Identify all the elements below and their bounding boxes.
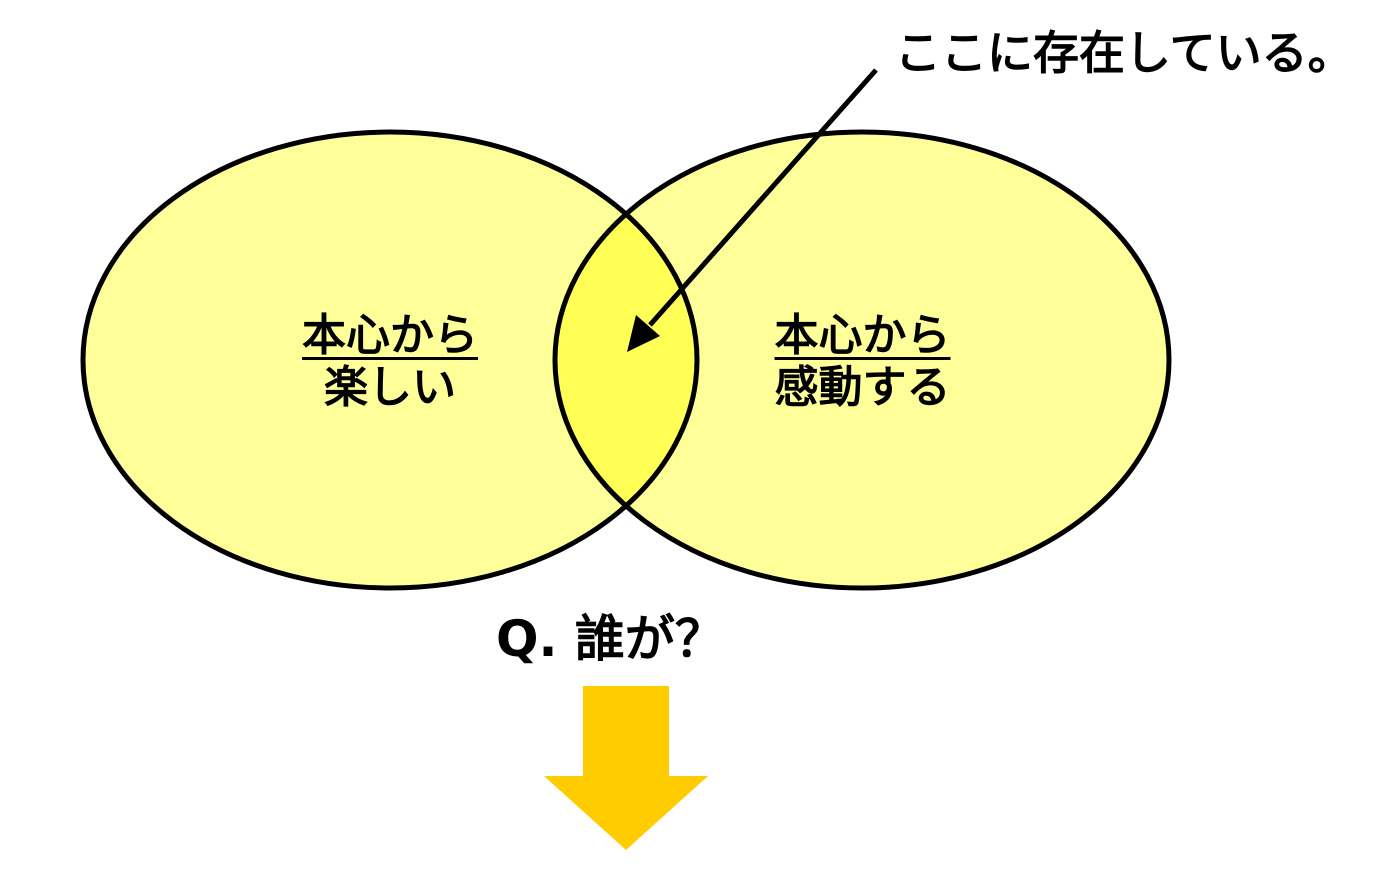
left-circle [83, 132, 697, 588]
left-circle-outline [80, 129, 700, 591]
right-circle-label: 本心から 感動する [760, 310, 965, 414]
callout-arrowhead-icon [627, 315, 660, 352]
right-circle [555, 132, 1169, 588]
left-circle-label-line1: 本心から [302, 310, 478, 361]
left-circle-label: 本心から 楽しい [290, 310, 490, 414]
right-circle-outline [552, 129, 1172, 591]
callout-arrow-line [648, 68, 878, 327]
right-circle-label-line2: 感動する [774, 362, 951, 413]
left-circle-label-line2: 楽しい [324, 362, 456, 413]
down-arrow-icon [544, 686, 708, 850]
callout-label: ここに存在している。 [895, 26, 1354, 80]
question-label: Q. 誰が？ [496, 610, 725, 668]
right-circle-label-line1: 本心から [774, 310, 951, 361]
